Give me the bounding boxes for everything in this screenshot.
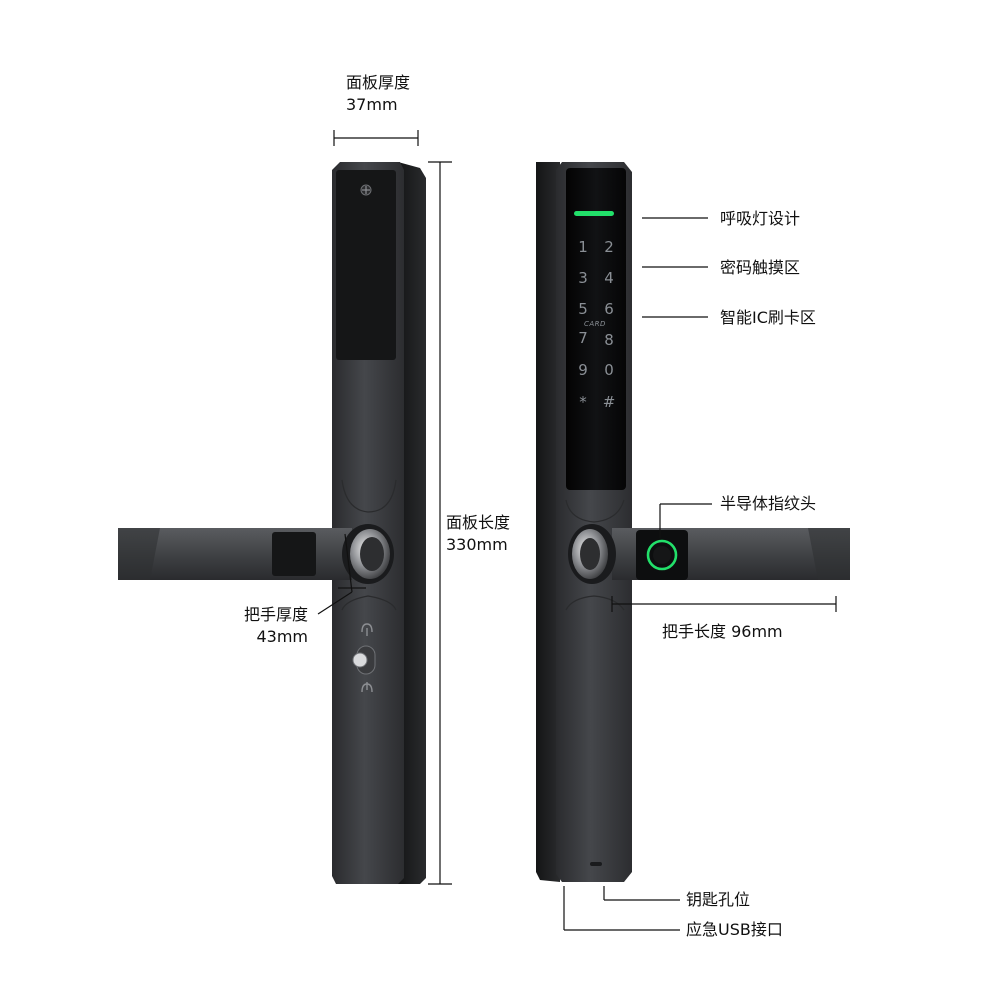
- keypad-key: 5: [578, 300, 588, 318]
- panel-thickness-label: 面板厚度: [346, 73, 411, 92]
- key-hole-label: 钥匙孔位: [686, 890, 751, 909]
- keypad-key: 2: [604, 238, 614, 256]
- front-rosette-knob: [568, 524, 616, 584]
- front-panel-side: [536, 162, 560, 882]
- keypad-glass: [566, 168, 626, 490]
- keypad-key: 7: [578, 329, 588, 347]
- ic-card-label: 智能IC刷卡区: [720, 308, 816, 327]
- back-rosette-knob: [342, 524, 394, 584]
- handle-inlay: [272, 532, 316, 576]
- keypad-key: *: [579, 393, 587, 411]
- screw-icon: [360, 184, 372, 196]
- panel-length-value: 330mm: [446, 535, 508, 554]
- front-panel-lock: [536, 162, 850, 882]
- breathing-light-label: 呼吸灯设计: [720, 209, 801, 228]
- usb-port-label: 应急USB接口: [686, 920, 783, 939]
- keypad-key: 4: [604, 269, 614, 287]
- leader-handle-thickness: [344, 533, 353, 593]
- keypad-key: 8: [604, 331, 614, 349]
- fingerprint-label: 半导体指纹头: [720, 494, 817, 513]
- keypad-key: #: [602, 393, 616, 411]
- keypad-key: 0: [604, 361, 614, 379]
- dimension-lines: [317, 130, 837, 931]
- back-panel-lock: [118, 162, 426, 884]
- breathing-light: [574, 211, 614, 216]
- keypad-key: 9: [578, 361, 588, 379]
- keypad-key: 6: [604, 300, 614, 318]
- handle-length-label: 把手长度 96mm: [662, 622, 783, 641]
- handle-thickness-label: 把手厚度: [243, 605, 308, 624]
- panel-length-label: 面板长度: [446, 513, 511, 532]
- battery-cover: [336, 170, 396, 360]
- keypad-key: 3: [578, 269, 588, 287]
- keypad-key: 1: [578, 238, 588, 256]
- key-cylinder-icon: [352, 623, 376, 693]
- back-handle: [118, 528, 352, 580]
- password-touch-label: 密码触摸区: [720, 258, 801, 277]
- front-handle: [612, 528, 850, 580]
- fingerprint-sensor-icon: [646, 539, 678, 571]
- panel-thickness-value: 37mm: [346, 95, 398, 114]
- usb-port-slot: [590, 862, 602, 866]
- handle-thickness-value: 43mm: [256, 627, 308, 646]
- card-mark: CARD: [584, 320, 606, 328]
- back-panel-side: [398, 162, 426, 884]
